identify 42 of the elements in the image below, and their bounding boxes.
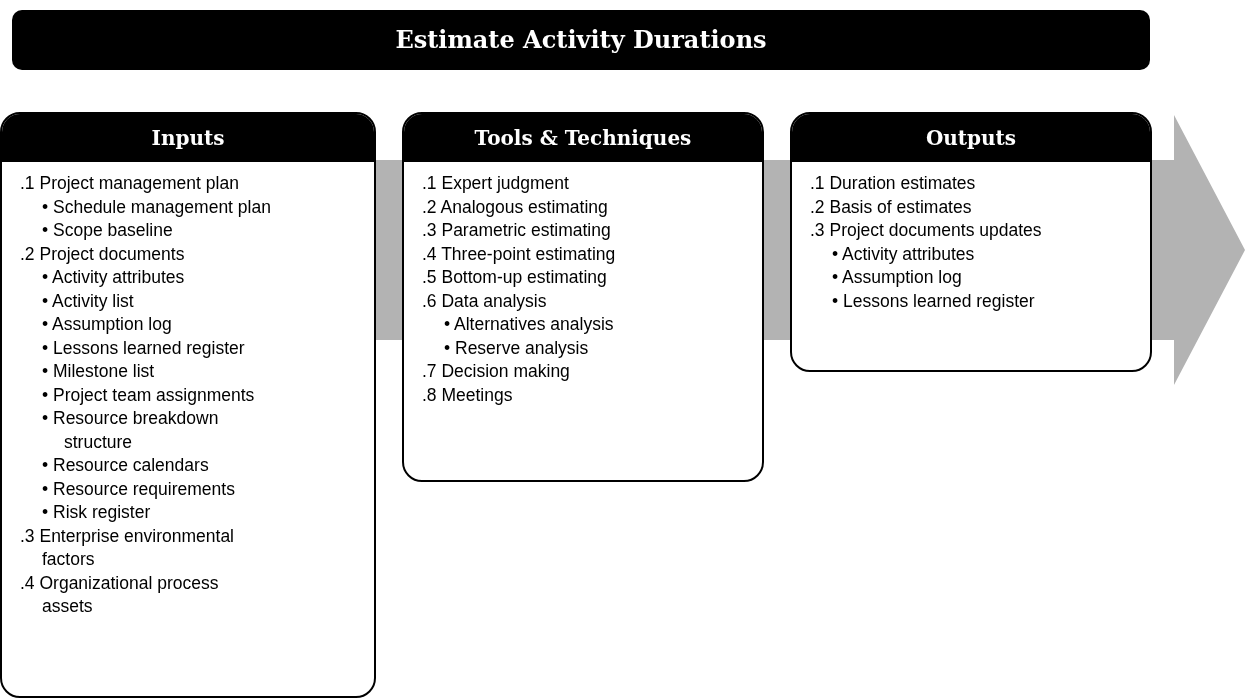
box-heading: Outputs [792, 114, 1150, 162]
list-item: .1 Project management plan [20, 172, 239, 195]
list-item: .2 Project documents [20, 242, 185, 266]
list-item: • Milestone list [42, 360, 155, 383]
list-item: .6 Data analysis [422, 289, 547, 313]
list-item: .7 Decision making [422, 360, 570, 383]
process-box [790, 112, 1152, 372]
list-item: • Risk register [42, 501, 151, 524]
process-box [402, 112, 764, 482]
list-item: • Scope baseline [42, 219, 173, 242]
list-item: .1 Expert judgment [422, 172, 569, 195]
list-item: • Lessons learned register [42, 336, 245, 360]
list-item: .5 Bottom-up estimating [422, 266, 607, 289]
list-item: .4 Organizational process assets [20, 571, 220, 618]
box-heading: Tools & Techniques [404, 114, 762, 162]
list-item: • Reserve analysis [444, 336, 589, 360]
list-item: • Resource breakdown structure [42, 407, 220, 454]
list-item: .3 Enterprise environmental factors [20, 524, 235, 571]
list-item: .3 Project documents updates [810, 219, 1042, 242]
list-item: • Resource requirements [42, 477, 235, 501]
list-item: .2 Basis of estimates [810, 195, 972, 219]
list-item: • Alternatives analysis [444, 313, 614, 336]
list-item: .4 Three-point estimating [422, 242, 616, 266]
list-item: .8 Meetings [422, 383, 514, 407]
list-item: .3 Parametric estimating [422, 219, 611, 242]
flow-arrow [1152, 115, 1245, 385]
list-item: • Schedule management plan [42, 195, 271, 219]
list-item: .2 Analogous estimating [422, 195, 608, 219]
list-item: • Activity attributes [832, 242, 975, 266]
flow-band [764, 160, 790, 340]
list-item: .1 Duration estimates [810, 172, 976, 195]
list-item: • Project team assignments [42, 383, 255, 407]
list-item: • Activity attributes [42, 266, 185, 289]
title-banner: Estimate Activity Durations [12, 10, 1150, 70]
box-heading: Inputs [2, 114, 374, 162]
process-box [0, 112, 376, 698]
list-item: • Lessons learned register [832, 289, 1035, 313]
list-item: • Resource calendars [42, 454, 209, 477]
list-item: • Activity list [42, 289, 134, 313]
flow-band [376, 160, 402, 340]
list-item: • Assumption log [832, 266, 962, 289]
list-item: • Assumption log [42, 313, 172, 336]
